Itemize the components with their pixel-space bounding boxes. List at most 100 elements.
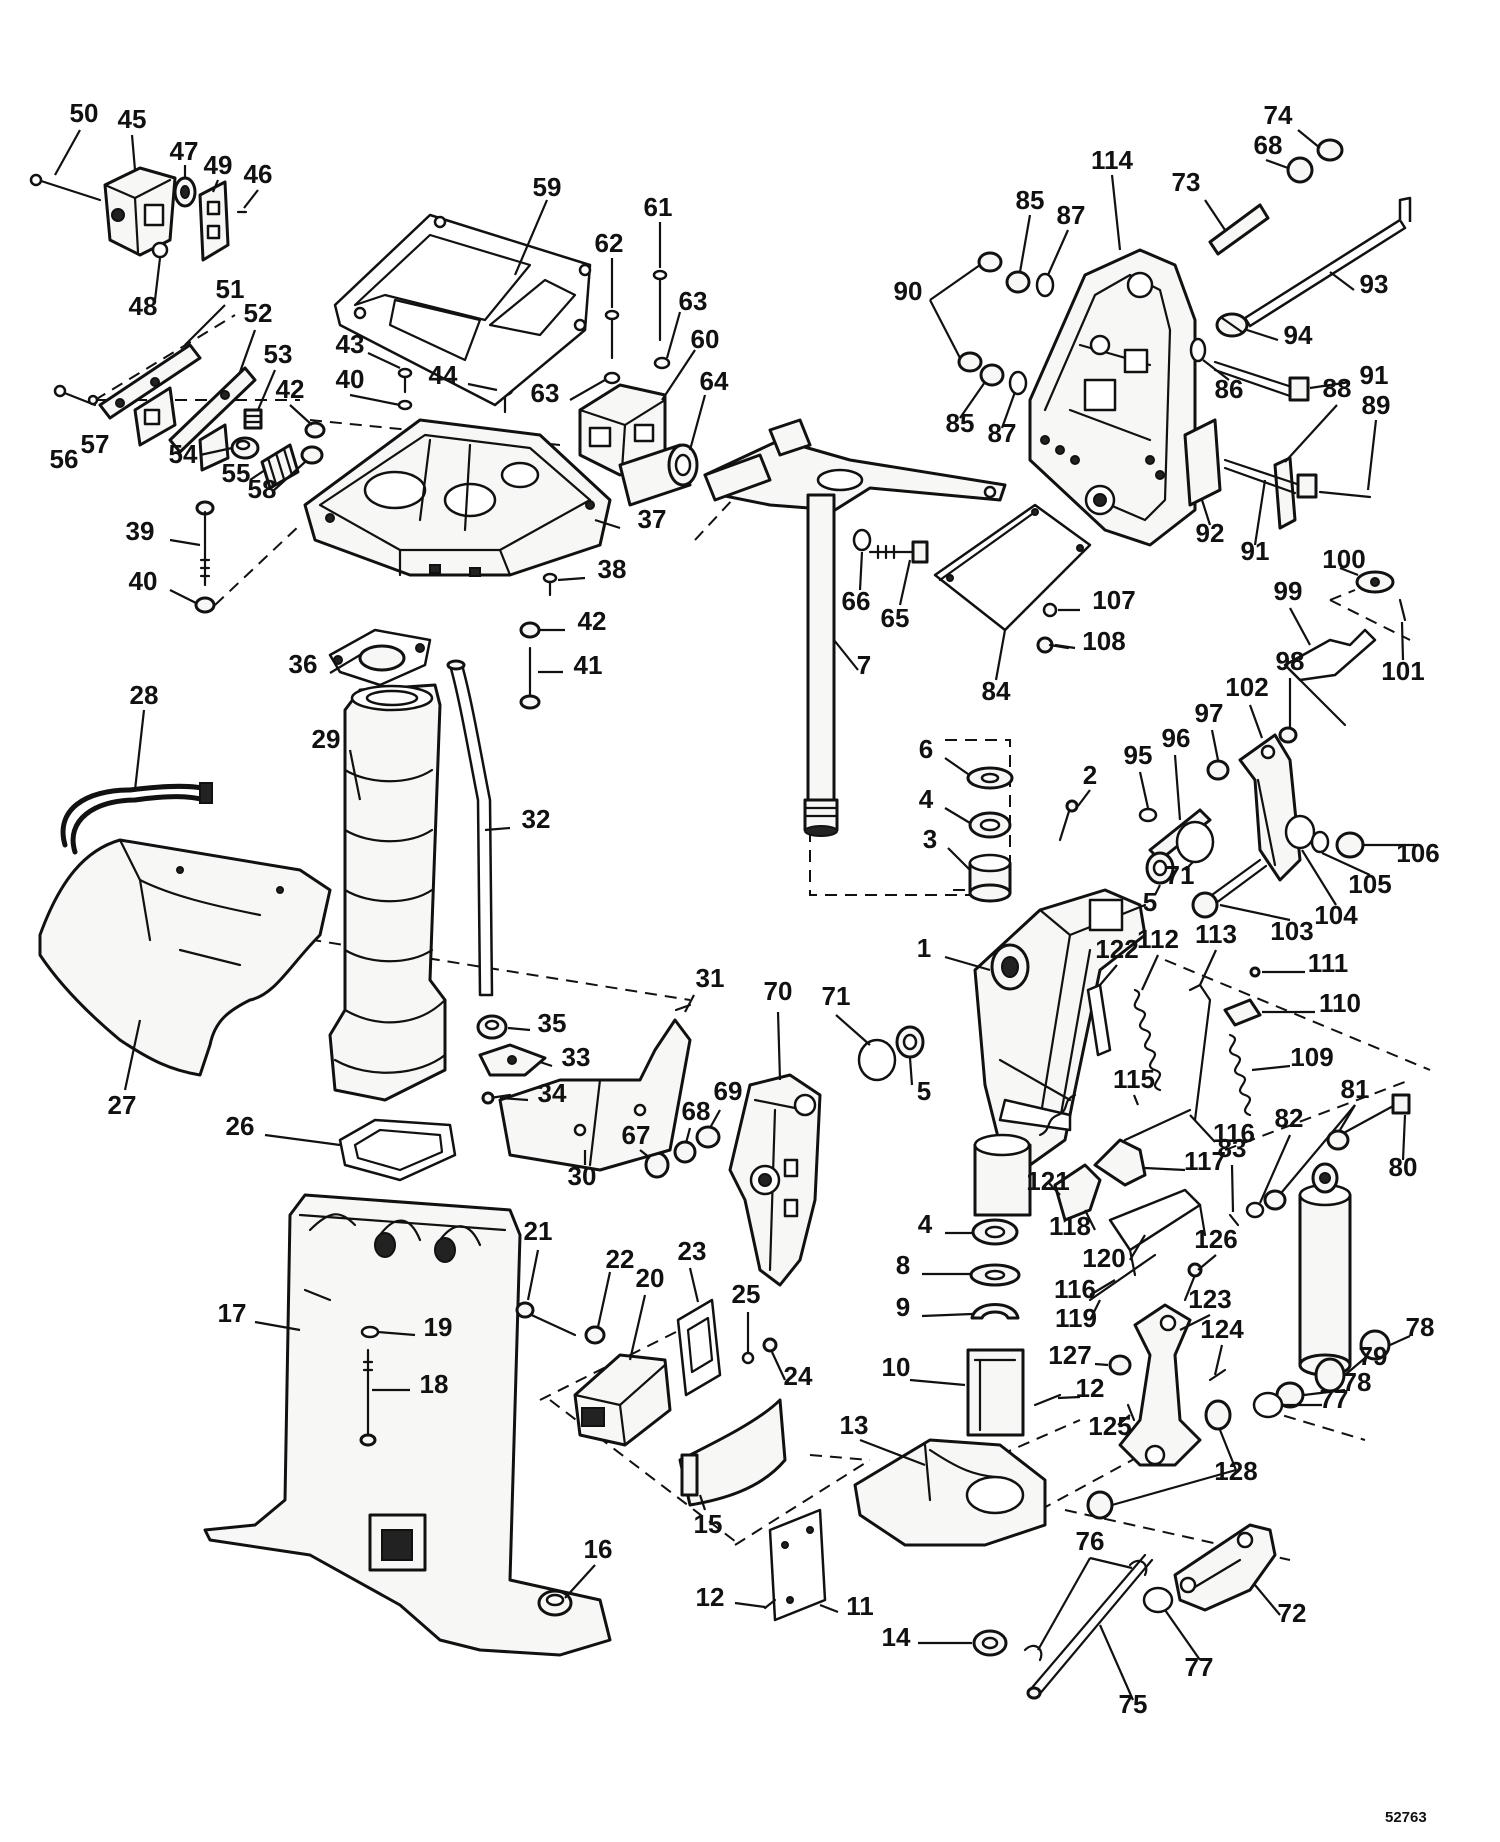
callout-26: 26 <box>226 1111 255 1141</box>
callout-63: 63 <box>531 378 560 408</box>
callout-91: 91 <box>1241 536 1270 566</box>
callout-100: 100 <box>1322 544 1365 574</box>
washer-82 <box>1245 1201 1265 1219</box>
bracket-plate-51 <box>98 343 202 447</box>
screw-101 <box>1398 598 1407 622</box>
callout-121: 121 <box>1026 1166 1069 1196</box>
plate-11 <box>768 1508 827 1622</box>
clip-48 <box>151 241 169 259</box>
steering-yoke <box>703 418 1007 512</box>
callout-81: 81 <box>1341 1074 1370 1104</box>
nut-97 <box>1206 759 1230 781</box>
bearing-4-top <box>968 811 1012 839</box>
callout-12: 12 <box>1076 1373 1105 1403</box>
callout-1: 1 <box>917 933 931 963</box>
washer-8 <box>969 1263 1021 1287</box>
bushing-128-right <box>1204 1399 1232 1431</box>
callout-94: 94 <box>1284 320 1313 350</box>
bushing-9 <box>970 1303 1020 1320</box>
pin-73 <box>1208 203 1270 256</box>
callout-41: 41 <box>574 650 603 680</box>
bushing-64 <box>618 443 699 507</box>
clip-110 <box>1223 998 1262 1027</box>
callout-123: 123 <box>1188 1284 1231 1314</box>
callout-70: 70 <box>764 976 793 1006</box>
callout-59: 59 <box>533 172 562 202</box>
washer-25 <box>741 1351 755 1365</box>
washer-87-top <box>1035 272 1055 298</box>
callout-23: 23 <box>678 1236 707 1266</box>
screw-89 <box>1318 490 1372 499</box>
cam-117 <box>1093 1138 1147 1187</box>
washer-86 <box>1189 337 1207 363</box>
wire-retainer-block <box>103 166 177 257</box>
callout-126: 126 <box>1194 1224 1237 1254</box>
callout-88: 88 <box>1323 373 1352 403</box>
washer-77-right <box>1252 1391 1284 1419</box>
grommet-16 <box>537 1589 573 1617</box>
callout-77: 77 <box>1185 1652 1214 1682</box>
bushing-5-upper <box>1145 851 1175 885</box>
screw-43 <box>397 367 413 394</box>
pin-116-top <box>1123 1108 1192 1142</box>
callout-116: 116 <box>1054 1274 1096 1304</box>
callout-29: 29 <box>312 724 341 754</box>
callout-47: 47 <box>170 136 199 166</box>
pin-119 <box>1088 1253 1157 1302</box>
steering-shaft-7 <box>803 493 839 837</box>
pin-83 <box>1228 1213 1240 1227</box>
callout-20: 20 <box>636 1263 665 1293</box>
callout-109: 109 <box>1290 1042 1333 1072</box>
nut-14 <box>972 1629 1008 1657</box>
nut-42-top <box>304 421 326 439</box>
nut-58 <box>300 445 324 465</box>
spring-115 <box>1038 1093 1077 1137</box>
callout-104: 104 <box>1314 900 1358 930</box>
washer-68-top <box>1286 156 1314 184</box>
washer-71-upper <box>1175 820 1215 864</box>
reverse-lock-70 <box>728 1073 822 1287</box>
screw-24 <box>762 1337 778 1353</box>
clip-76-top <box>1128 1559 1148 1577</box>
callout-45: 45 <box>118 104 147 134</box>
callout-105: 105 <box>1348 869 1391 899</box>
callout-39: 39 <box>126 516 155 546</box>
screw-34 <box>481 1091 512 1105</box>
callout-78: 78 <box>1343 1367 1372 1397</box>
callout-6: 6 <box>919 734 933 764</box>
callout-113: 113 <box>1195 919 1237 949</box>
link-120 <box>1108 1188 1207 1277</box>
callout-84: 84 <box>982 676 1011 706</box>
nut-85-top <box>1005 270 1031 294</box>
seal-28 <box>60 782 213 855</box>
callout-75: 75 <box>1119 1689 1148 1719</box>
callout-15: 15 <box>694 1509 723 1539</box>
callout-102: 102 <box>1225 672 1268 702</box>
callout-42: 42 <box>276 374 305 404</box>
callout-96: 96 <box>1162 723 1191 753</box>
callout-52: 52 <box>244 298 273 328</box>
exhaust-housing-17 <box>203 1193 612 1657</box>
callout-53: 53 <box>264 339 293 369</box>
callout-55: 55 <box>222 458 251 488</box>
callout-35: 35 <box>538 1008 567 1038</box>
callout-40: 40 <box>336 364 365 394</box>
drawing-number: 52763 <box>1385 1809 1427 1826</box>
callout-58: 58 <box>248 474 277 504</box>
clip-88 <box>1273 456 1297 530</box>
spring-53 <box>243 408 263 430</box>
callout-103: 103 <box>1270 916 1313 946</box>
callout-38: 38 <box>598 554 627 584</box>
bushing-128-left <box>1086 1490 1114 1520</box>
callout-80: 80 <box>1389 1152 1418 1182</box>
plate-33 <box>478 1043 547 1077</box>
screw-12-right <box>1033 1393 1062 1407</box>
washer-63-right <box>653 356 671 370</box>
callout-111: 111 <box>1308 948 1349 978</box>
callout-57: 57 <box>81 429 110 459</box>
washer-77-lower <box>1142 1586 1174 1614</box>
callout-85: 85 <box>946 408 975 438</box>
pin-125 <box>1126 1403 1136 1422</box>
callout-68: 68 <box>682 1096 711 1126</box>
callout-65: 65 <box>881 603 910 633</box>
